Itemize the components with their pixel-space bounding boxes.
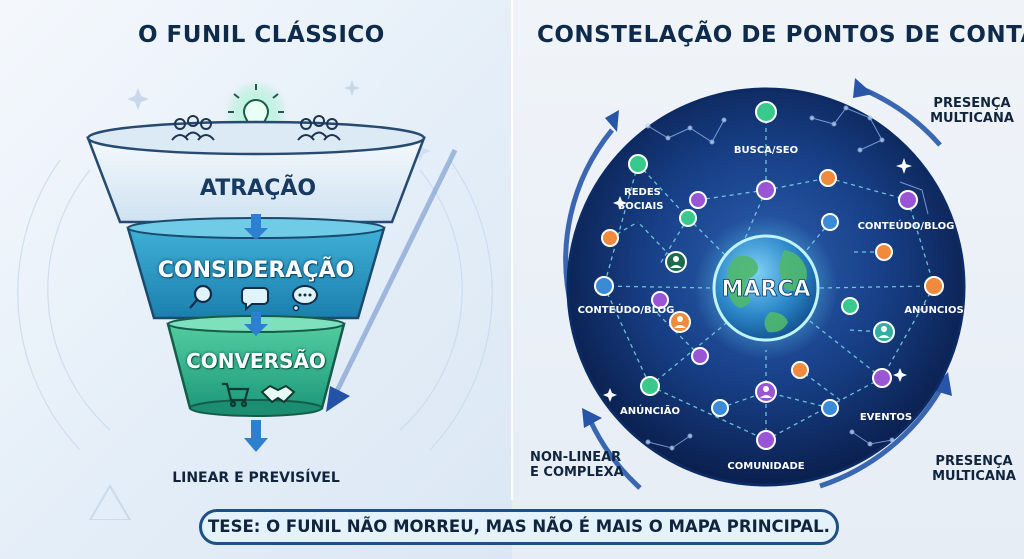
thinking-bubble-icon <box>292 285 318 312</box>
magnifier-icon <box>189 284 213 309</box>
side-label-bottom-left-line1: NON-LINEAR <box>530 450 622 465</box>
chat-bubble-icon <box>241 287 269 312</box>
side-label-bottom-left: NON-LINEAR E COMPLEXA <box>512 450 628 480</box>
handshake-icon <box>260 384 296 404</box>
funnel-graphic <box>17 80 493 520</box>
stage-flow-arrows <box>244 214 268 452</box>
thesis-banner: TESE: O FUNIL NÃO MORREU, MAS NÃO É MAIS… <box>199 509 839 545</box>
side-label-bottom-right-line2: MULTICANA <box>932 469 1016 484</box>
side-label-bottom-right-line1: PRESENÇA <box>935 454 1013 469</box>
people-group-icon <box>171 115 215 141</box>
panel-divider <box>511 0 513 500</box>
stage-label-attraction: ATRAÇÃO <box>199 176 317 201</box>
people-group-icon <box>297 115 341 141</box>
decorative-triangle <box>88 484 132 520</box>
stage-label-conversion: CONVERSÃO <box>186 349 326 373</box>
background-arcs <box>17 159 493 451</box>
diagonal-arrow-head <box>326 386 350 412</box>
side-label-bottom-left-line2: E COMPLEXA <box>530 465 624 480</box>
stage-label-consideration: CONSIDERAÇÃO <box>157 258 355 283</box>
diagonal-arrow-line <box>332 148 458 397</box>
funnel-rim <box>86 120 426 156</box>
side-label-top-right-line1: PRESENÇA <box>933 96 1011 111</box>
left-panel-title: O FUNIL CLÁSSICO <box>138 22 385 48</box>
side-label-top-right: PRESENÇA MULTICANA <box>924 96 1020 126</box>
funnel-caption: LINEAR E PREVISÍVEL <box>172 470 340 486</box>
right-panel-title: CONSTELAÇÃO DE PONTOS DE CONTATO <box>537 22 1024 48</box>
side-label-bottom-right: PRESENÇA MULTICANA <box>926 454 1022 484</box>
shopping-cart-icon <box>222 382 250 408</box>
side-label-top-right-line2: MULTICANA <box>930 111 1014 126</box>
